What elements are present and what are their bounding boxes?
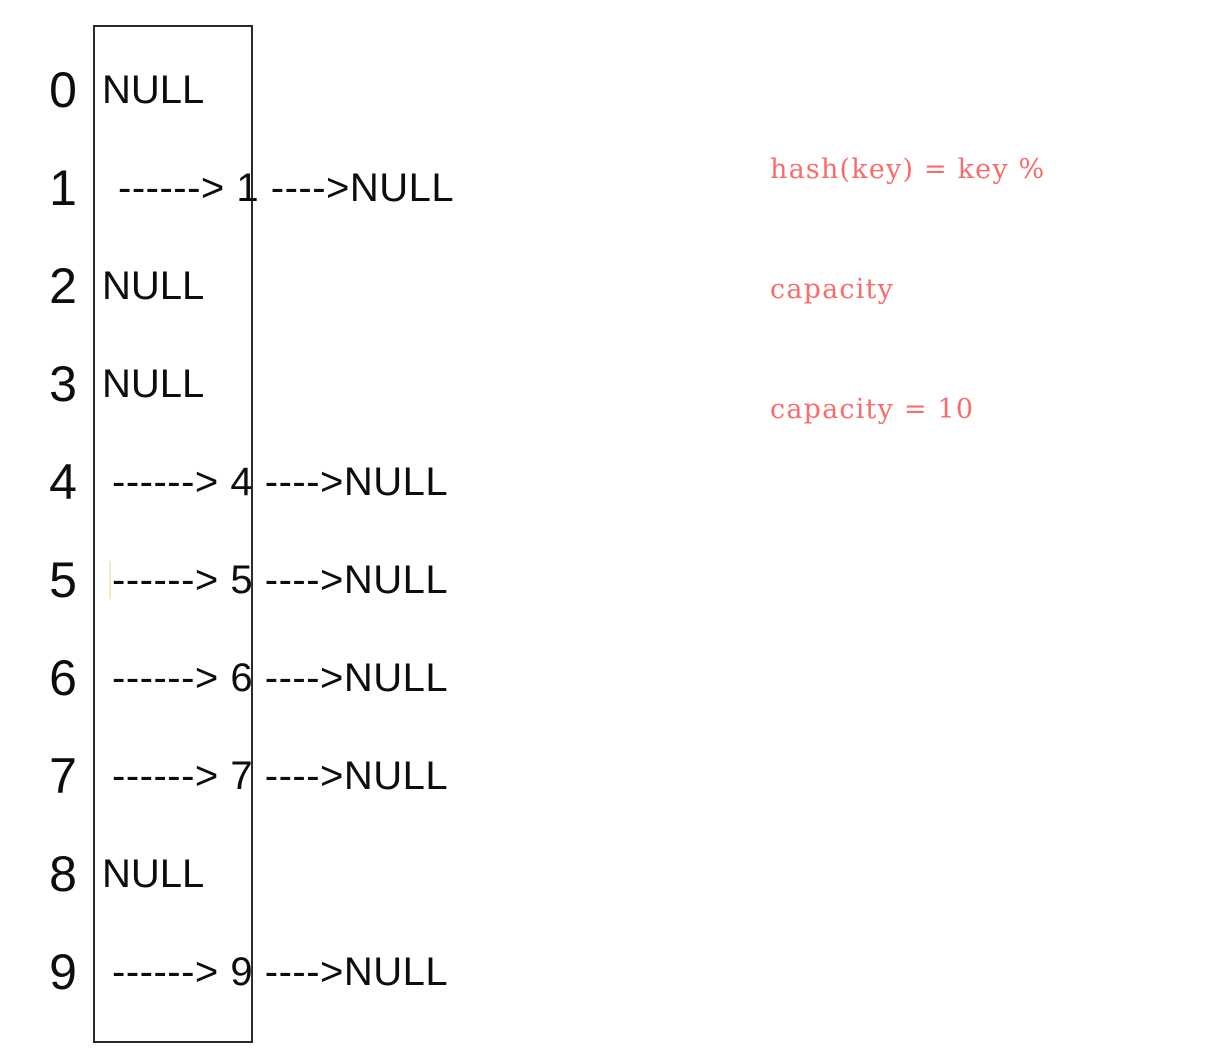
table-row: 1 ------> 1 ---->NULL	[0, 139, 700, 237]
table-row: 8 NULL	[0, 825, 700, 923]
table-row: 0 NULL	[0, 41, 700, 139]
row-index-6: 6	[49, 650, 77, 706]
table-row: 9 ------> 9 ---->NULL	[0, 923, 700, 1021]
row-index-2: 2	[49, 258, 77, 314]
row-index-1: 1	[49, 160, 77, 216]
row-index-5: 5	[49, 552, 77, 608]
slot-chain-9: ------> 9 ---->NULL	[112, 950, 449, 994]
slot-chain-7: ------> 7 ---->NULL	[112, 754, 449, 798]
row-index-3: 3	[49, 356, 77, 412]
table-row: 4 ------> 4 ---->NULL	[0, 433, 700, 531]
slot-value-null-8: NULL	[102, 852, 205, 896]
row-index-7: 7	[49, 748, 77, 804]
bucket-array-box	[93, 25, 253, 1043]
formula-annotation: hash(key) = key % capacity capacity = 10	[770, 70, 1190, 470]
row-index-9: 9	[49, 944, 77, 1000]
text-caret-artifact	[109, 561, 111, 599]
table-row: 2 NULL	[0, 237, 700, 335]
slot-value-null-2: NULL	[102, 264, 205, 308]
table-row: 6 ------> 6 ---->NULL	[0, 629, 700, 727]
table-row: 7 ------> 7 ---->NULL	[0, 727, 700, 825]
hash-table-diagram: 0 NULL 1 ------> 1 ---->NULL 2 NULL 3 NU…	[0, 25, 700, 1043]
formula-line-capacity-wrap: capacity	[770, 274, 895, 305]
slot-chain-4: ------> 4 ---->NULL	[112, 460, 449, 504]
slot-chain-5: ------> 5 ---->NULL	[112, 558, 449, 602]
slot-chain-1: ------> 1 ---->NULL	[118, 166, 455, 210]
row-index-4: 4	[49, 454, 77, 510]
table-row: 5 ------> 5 ---->NULL	[0, 531, 700, 629]
row-index-0: 0	[49, 62, 77, 118]
formula-line-capacity-value: capacity = 10	[770, 394, 975, 425]
row-index-8: 8	[49, 846, 77, 902]
slot-value-null-3: NULL	[102, 362, 205, 406]
formula-line-hash: hash(key) = key %	[770, 154, 1046, 185]
slot-chain-6: ------> 6 ---->NULL	[112, 656, 449, 700]
slot-value-null-0: NULL	[102, 68, 205, 112]
table-row: 3 NULL	[0, 335, 700, 433]
